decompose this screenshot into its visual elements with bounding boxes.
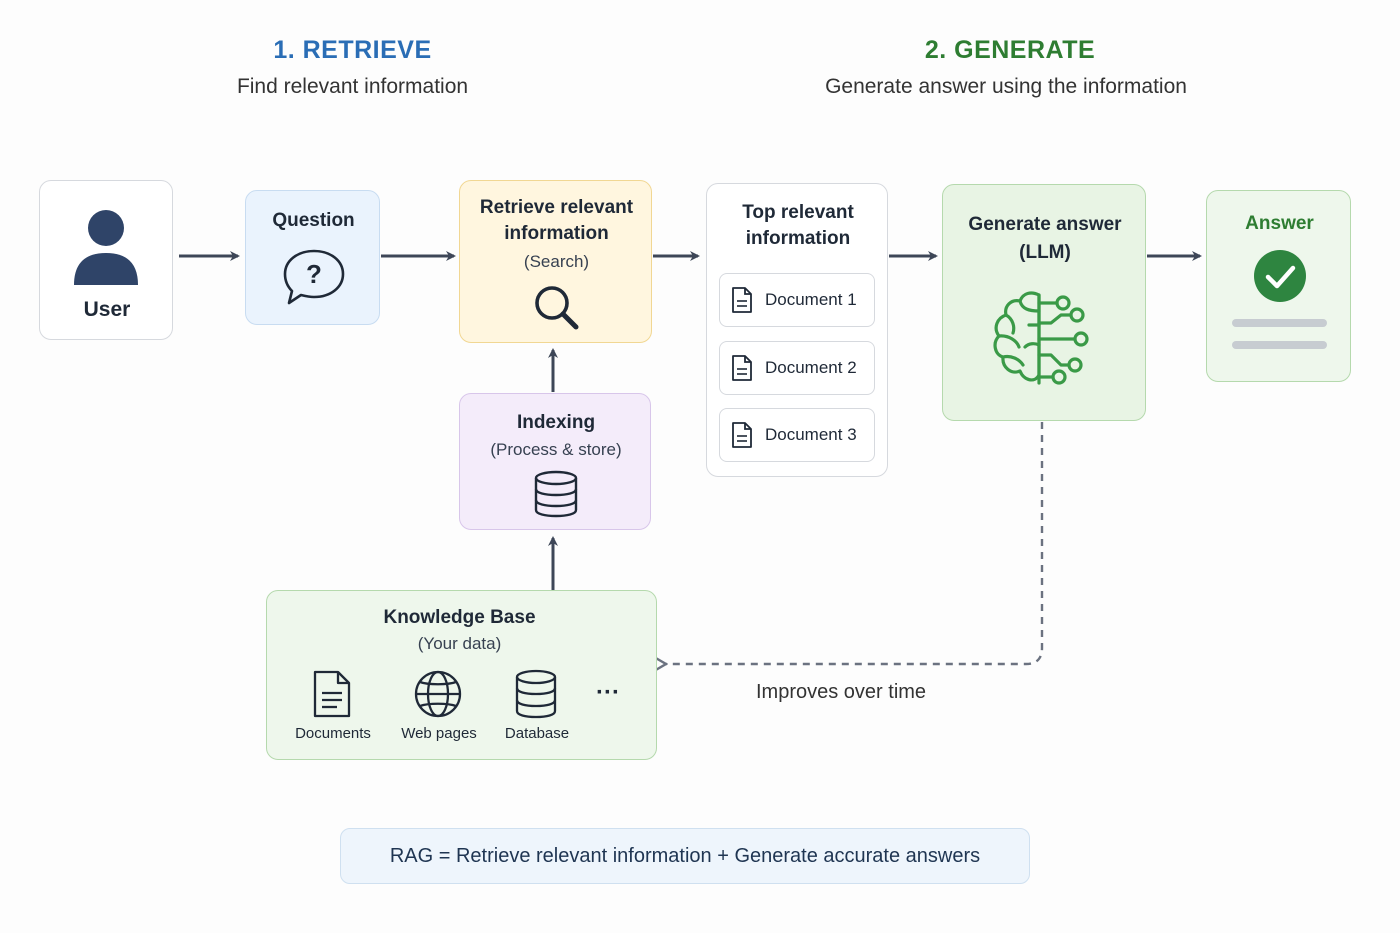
indexing-title: Indexing bbox=[516, 412, 596, 433]
document-icon bbox=[732, 422, 752, 448]
document-item-2: Document 2 bbox=[719, 341, 875, 395]
kb-item-webpages-label: Web pages bbox=[401, 725, 477, 742]
user-icon bbox=[74, 210, 138, 285]
document-item-3-label: Document 3 bbox=[765, 425, 857, 444]
document-icon bbox=[313, 670, 351, 718]
knowledge-base-subtitle: (Your data) bbox=[417, 634, 502, 653]
document-item-1-label: Document 1 bbox=[765, 290, 857, 309]
knowledge-base-box: Knowledge Base (Your data) Documents Web… bbox=[266, 590, 657, 760]
database-icon bbox=[534, 470, 578, 518]
answer-text-line-1 bbox=[1232, 319, 1327, 327]
document-item-3: Document 3 bbox=[719, 408, 875, 462]
magnifier-icon bbox=[535, 286, 579, 330]
knowledge-base-title: Knowledge Base bbox=[383, 607, 536, 628]
database-icon bbox=[515, 669, 557, 719]
generate-title-line1: Generate answer bbox=[968, 214, 1122, 235]
flow-arrows bbox=[179, 251, 1202, 590]
document-item-2-label: Document 2 bbox=[765, 358, 857, 377]
retrieve-title-line2: information bbox=[504, 223, 609, 244]
generate-title-line2: (LLM) bbox=[1019, 242, 1071, 263]
globe-icon bbox=[414, 670, 462, 718]
top-info-title-line1: Top relevant bbox=[742, 202, 854, 223]
user-label: User bbox=[83, 298, 131, 321]
svg-text:?: ? bbox=[306, 259, 322, 289]
document-icon bbox=[732, 287, 752, 313]
kb-item-database-label: Database bbox=[504, 725, 570, 742]
answer-label: Answer bbox=[1245, 213, 1314, 234]
answer-box: Answer bbox=[1206, 190, 1351, 382]
question-label: Question bbox=[272, 210, 355, 231]
top-info-box: Top relevant information Document 1 Docu… bbox=[706, 183, 888, 477]
feedback-label: Improves over time bbox=[756, 681, 927, 703]
top-info-title-line2: information bbox=[745, 228, 851, 249]
retrieve-title-line1: Retrieve relevant bbox=[479, 197, 634, 218]
document-item-1: Document 1 bbox=[719, 273, 875, 327]
kb-more-ellipsis: ··· bbox=[596, 679, 620, 706]
generate-phase-subtitle: Generate answer using the information bbox=[825, 75, 1187, 98]
document-icon bbox=[732, 355, 752, 381]
question-bubble-icon: ? bbox=[283, 249, 345, 305]
generate-phase-title: 2. GENERATE bbox=[924, 36, 1096, 64]
retrieve-phase-title: 1. RETRIEVE bbox=[273, 36, 432, 64]
indexing-box: Indexing (Process & store) bbox=[459, 393, 651, 530]
question-box: Question ? bbox=[245, 190, 380, 325]
retrieve-phase-subtitle: Find relevant information bbox=[236, 75, 469, 98]
indexing-subtitle: (Process & store) bbox=[490, 440, 622, 459]
answer-text-line-2 bbox=[1232, 341, 1327, 349]
retrieve-subtitle: (Search) bbox=[523, 252, 590, 271]
rag-summary-footer: RAG = Retrieve relevant information + Ge… bbox=[340, 828, 1030, 884]
feedback-dashed-arrow bbox=[666, 422, 1044, 664]
user-box: User bbox=[39, 180, 173, 340]
kb-item-documents-label: Documents bbox=[295, 725, 371, 742]
check-circle-icon bbox=[1254, 250, 1306, 302]
generate-box: Generate answer (LLM) bbox=[942, 184, 1146, 421]
retrieve-box: Retrieve relevant information (Search) bbox=[459, 180, 652, 343]
brain-circuit-icon bbox=[993, 291, 1089, 385]
